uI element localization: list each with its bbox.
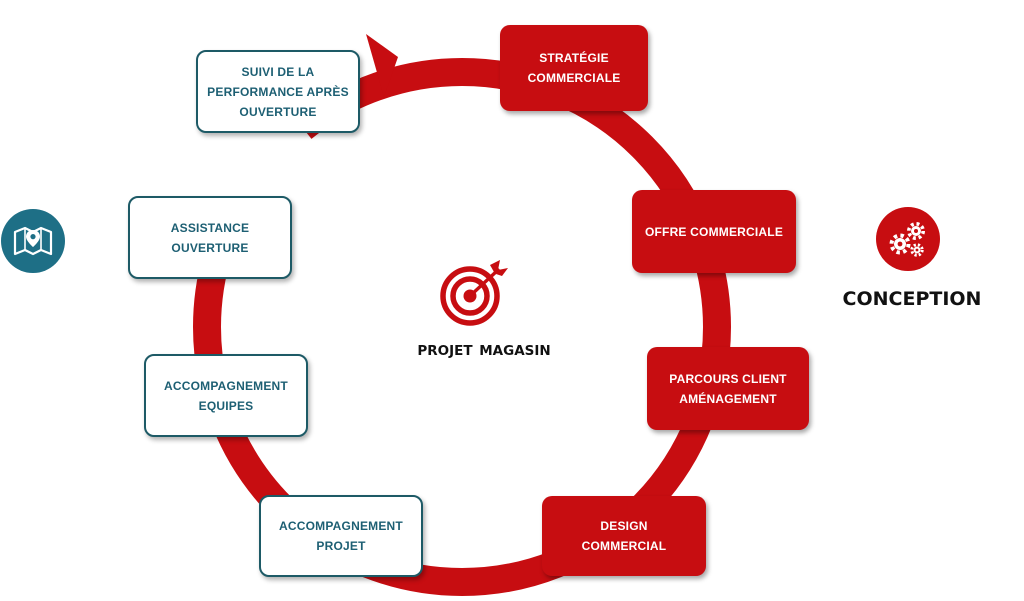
cycle-arrowhead (366, 34, 398, 97)
step-label-line: DESIGN (600, 519, 648, 533)
target-icon (440, 260, 508, 326)
step-label-line: AMÉNAGEMENT (679, 391, 777, 406)
step-label-line: PARCOURS CLIENT (669, 371, 787, 386)
conception-label: CONCEPTION (842, 288, 982, 310)
step-label-line: OUVERTURE (171, 240, 249, 255)
step-label-line: EQUIPES (198, 398, 254, 413)
cycle-ring-arc (193, 58, 731, 596)
step-offre-commerciale[interactable]: OFFRE COMMERCIALE (632, 190, 796, 273)
step-parcours-client[interactable]: PARCOURS CLIENT AMÉNAGEMENT (647, 347, 809, 430)
step-suivi-performance[interactable]: SUIVI DE LA PERFORMANCE APRÈS OUVERTURE (196, 50, 360, 133)
step-label-line: ACCOMPAGNEMENT (164, 378, 288, 393)
step-accompagnement-equipes[interactable]: ACCOMPAGNEMENT EQUIPES (144, 354, 308, 437)
gears-icon (876, 207, 940, 271)
step-label-line: COMMERCIAL (581, 539, 667, 553)
step-strategie-commerciale[interactable]: STRATÉGIE COMMERCIALE (500, 25, 648, 111)
step-label-line: PERFORMANCE APRÈS (207, 84, 349, 99)
map-pin-icon (1, 209, 65, 273)
step-label-line: SUIVI DE LA (241, 64, 315, 79)
step-label-line: PROJET (316, 539, 366, 553)
step-design-commercial[interactable]: DESIGN COMMERCIAL (542, 496, 706, 576)
step-assistance-ouverture[interactable]: ASSISTANCE OUVERTURE (128, 196, 292, 279)
step-label-line: STRATÉGIE (539, 51, 609, 65)
step-label-line: COMMERCIALE (527, 71, 621, 85)
step-label-line: ACCOMPAGNEMENT (279, 519, 403, 533)
step-accompagnement-projet[interactable]: ACCOMPAGNEMENT PROJET (259, 495, 423, 577)
step-label-line: OFFRE COMMERCIALE (644, 224, 784, 239)
step-label-line: ASSISTANCE (170, 220, 250, 235)
center-label: PROJET MAGASIN (417, 343, 551, 359)
step-label-line: OUVERTURE (239, 104, 317, 119)
